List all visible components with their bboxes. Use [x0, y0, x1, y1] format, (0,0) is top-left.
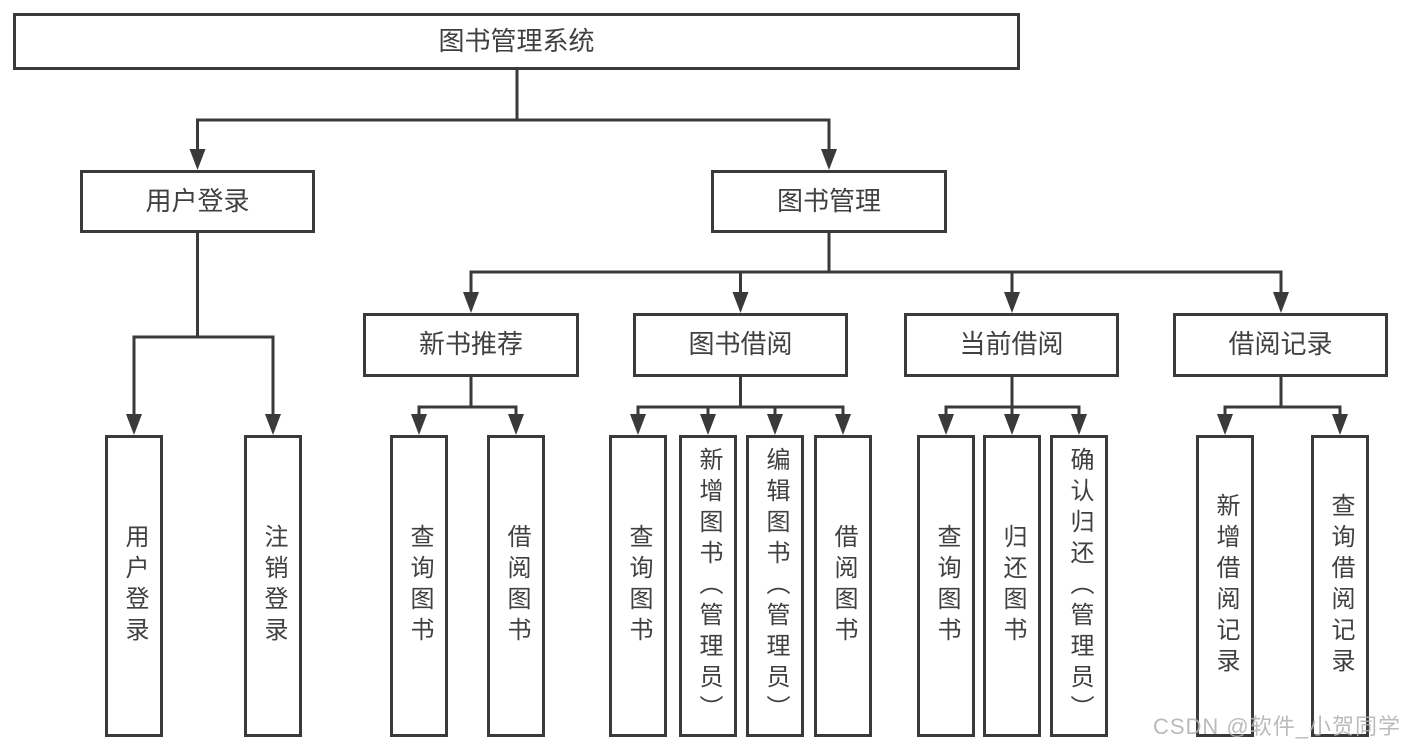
node-borrow-books-recommend: 借阅图书 — [487, 435, 545, 737]
node-query-books-current: 查询图书 — [917, 435, 975, 737]
csdn-watermark: CSDN @软件_小贺同学 — [1152, 714, 1401, 739]
node-borrow-books-borrowing: 借阅图书 — [814, 435, 872, 737]
node-user-login: 用户登录 — [80, 170, 315, 233]
node-confirm-return-admin: 确认归还（管理员） — [1050, 435, 1108, 737]
node-borrowing-records: 借阅记录 — [1173, 313, 1388, 377]
node-user-login-leaf: 用户登录 — [105, 435, 163, 737]
node-query-borrow-record: 查询借阅记录 — [1311, 435, 1369, 737]
node-query-books-recommend: 查询图书 — [390, 435, 448, 737]
node-book-management: 图书管理 — [711, 170, 947, 233]
node-logout-leaf: 注销登录 — [244, 435, 302, 737]
node-new-book-recommendation: 新书推荐 — [363, 313, 579, 377]
node-current-borrowing: 当前借阅 — [904, 313, 1119, 377]
node-book-borrowing: 图书借阅 — [633, 313, 848, 377]
node-return-books: 归还图书 — [983, 435, 1041, 737]
node-edit-books-admin: 编辑图书（管理员） — [746, 435, 804, 737]
node-system-root: 图书管理系统 — [13, 13, 1020, 70]
node-add-borrow-record: 新增借阅记录 — [1196, 435, 1254, 737]
node-query-books-borrowing: 查询图书 — [609, 435, 667, 737]
node-add-books-admin: 新增图书（管理员） — [679, 435, 737, 737]
